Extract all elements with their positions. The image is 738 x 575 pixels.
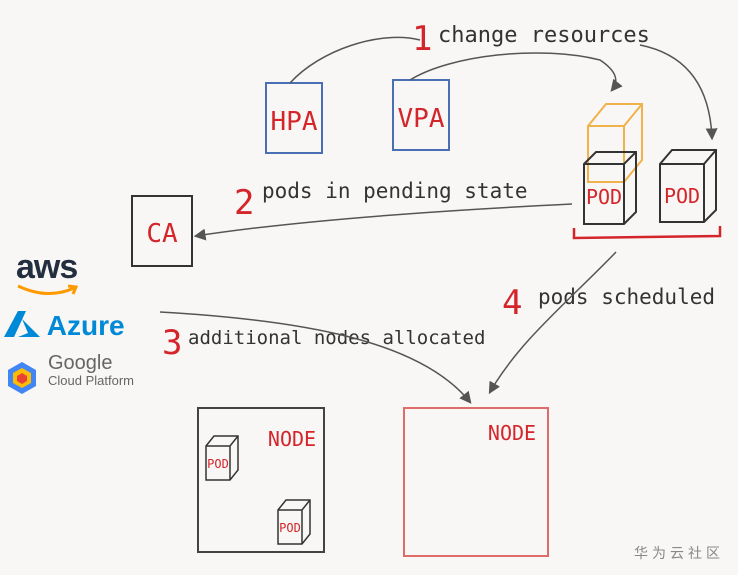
resources-arrow (639, 44, 718, 141)
step2-number: 2 (234, 183, 254, 223)
pod-scaling-outline (587, 103, 643, 183)
hpa-box: HPA (265, 82, 323, 154)
vpa-connector (409, 52, 623, 92)
step2-text: pods in pending state (262, 179, 528, 203)
google-logo-text: Google (48, 352, 113, 374)
node-new-label: NODE (488, 421, 536, 445)
ca-label: CA (146, 219, 178, 249)
pod-2-label: POD (664, 184, 700, 208)
ca-box: CA (131, 195, 193, 267)
google-cloud-logo-icon (8, 362, 36, 394)
node-existing: NODE POD POD (197, 407, 325, 553)
step1-text: change resources (438, 23, 650, 48)
step4-number: 4 (502, 283, 522, 323)
node-pod-2: POD (277, 499, 311, 545)
watermark: 华为云社区 (634, 546, 724, 562)
aws-smile-icon (17, 284, 79, 295)
step1-number: 1 (412, 19, 432, 59)
azure-icon (4, 311, 40, 337)
google-logo-subtext: Cloud Platform (48, 373, 134, 388)
allocated-arrow (159, 311, 472, 404)
pod-box-1: POD (583, 151, 637, 225)
hpa-connector (289, 36, 421, 84)
node-pod-1: POD (205, 435, 239, 481)
aws-logo-text: aws (16, 248, 78, 286)
scheduled-arrow (488, 251, 617, 395)
step3-text: additional nodes allocated (188, 327, 485, 349)
aws-logo: aws (16, 248, 78, 295)
vpa-box: VPA (392, 79, 450, 151)
hpa-label: HPA (271, 107, 318, 137)
pod-box-2: POD (659, 149, 717, 223)
node-pod-1-label: POD (207, 457, 229, 471)
node-new: NODE (403, 407, 549, 557)
pods-bracket (572, 226, 722, 240)
azure-logo-text: Azure (46, 310, 125, 341)
pod-1-label: POD (586, 185, 622, 209)
node-pod-2-label: POD (279, 521, 301, 535)
step4-text: pods scheduled (538, 285, 715, 309)
pending-arrow (193, 203, 573, 241)
google-cloud-logo: Google Cloud Platform (48, 352, 134, 388)
step3-number: 3 (162, 323, 182, 363)
azure-logo: Azure (4, 310, 125, 342)
vpa-label: VPA (398, 104, 445, 134)
node-existing-label: NODE (268, 427, 316, 451)
